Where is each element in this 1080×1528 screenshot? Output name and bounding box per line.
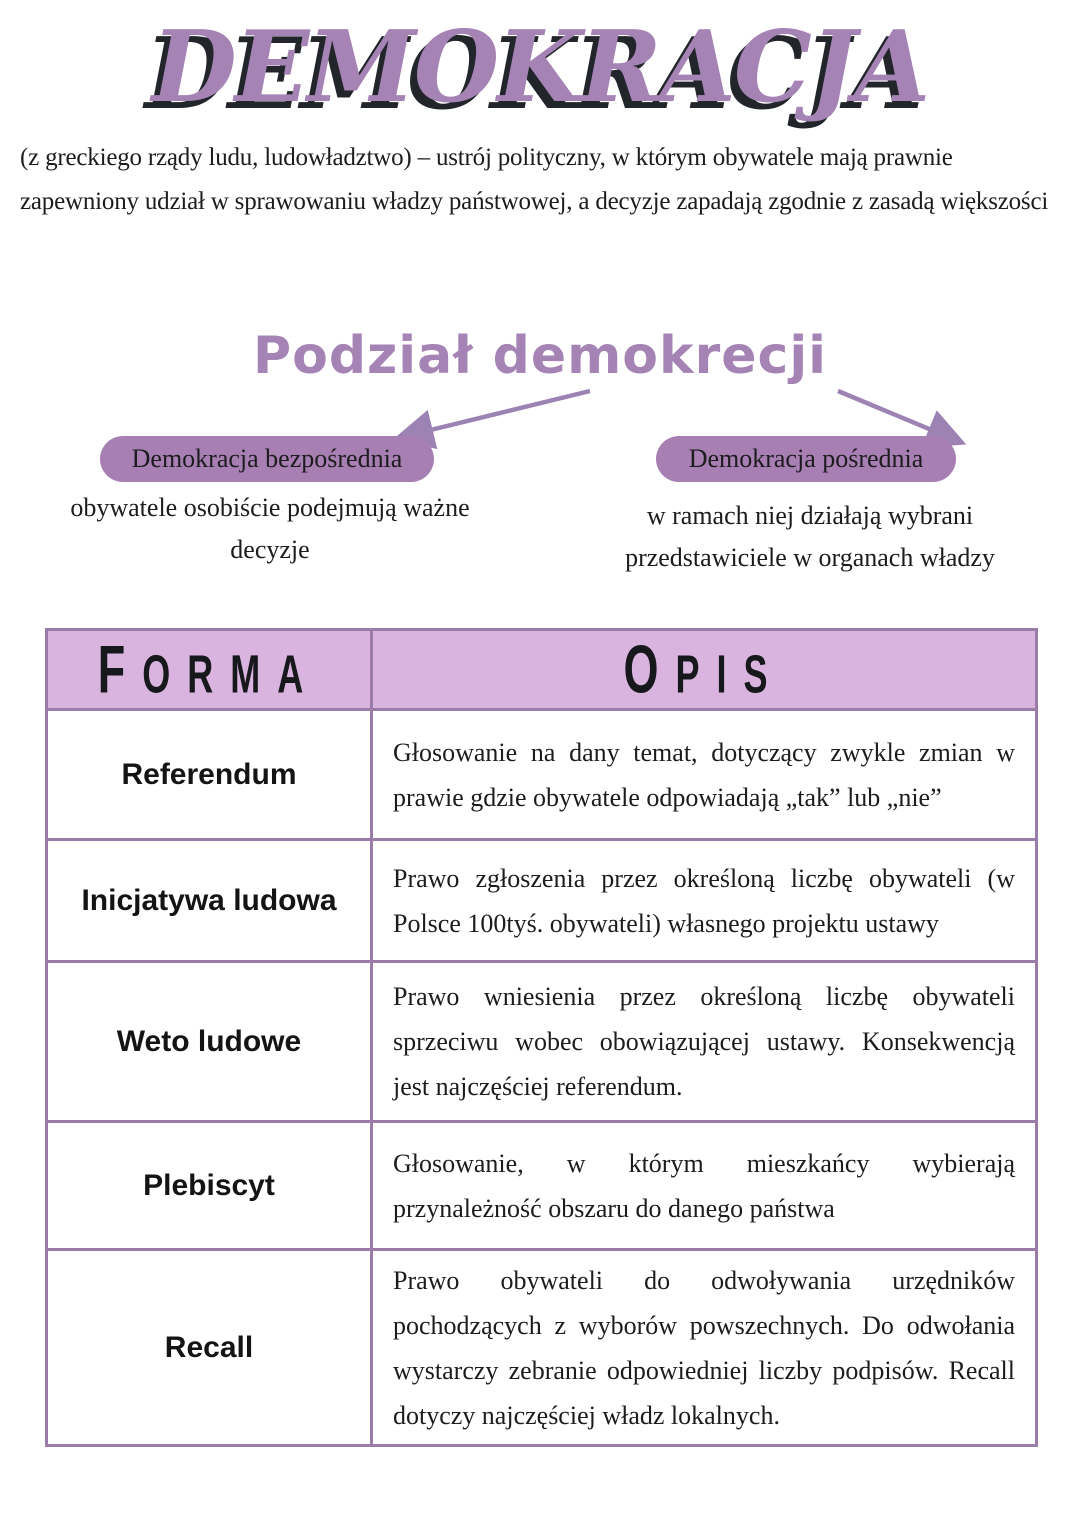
column-header-opis: OPIS [370,628,1038,711]
definition-text: (z greckiego rządy ludu, ludowładztwo) –… [20,144,1049,215]
pill-demokracja-posrednia: Demokracja pośrednia [656,436,956,482]
description-demokracja-bezposrednia: obywatele osobiście podejmują ważne decy… [70,493,470,564]
table-row-weto-ludowe: Weto ludowe Prawo wniesienia przez okreś… [45,960,1038,1123]
opis-cell: Głosowanie, w którym mieszkańcy wybieraj… [370,1120,1038,1251]
opis-cell: Głosowanie na dany temat, dotyczący zwyk… [370,708,1038,841]
opis-cell: Prawo obywateli do odwoływania urzędnikó… [370,1248,1038,1447]
forms-table: FORMA OPIS Referendum Głosowanie na dany… [45,628,1038,1447]
arrow-left-icon [393,388,591,450]
table-header-row: FORMA OPIS [45,628,1038,711]
division-title: Podział demokrecji [252,326,827,386]
table-row-inicjatywa-ludowa: Inicjatywa ludowa Prawo zgłoszenia przez… [45,838,1038,963]
table-row-referendum: Referendum Głosowanie na dany temat, dot… [45,708,1038,841]
opis-cell: Prawo wniesienia przez określoną liczbę … [370,960,1038,1123]
table-row-plebiscyt: Plebiscyt Głosowanie, w którym mieszkańc… [45,1120,1038,1251]
table-row-recall: Recall Prawo obywateli do odwoływania ur… [45,1248,1038,1447]
forma-cell: Inicjatywa ludowa [45,838,373,963]
description-demokracja-posrednia: w ramach niej działają wybrani przedstaw… [625,501,995,572]
column-header-forma: FORMA [45,628,373,711]
branch-arrows [393,388,967,450]
forma-cell: Recall [45,1248,373,1447]
pill-demokracja-bezposrednia: Demokracja bezpośrednia [100,436,434,482]
forma-cell: Weto ludowe [45,960,373,1123]
page-title: DEMOKRACJA [151,10,931,125]
arrow-right-icon [837,388,967,448]
opis-cell: Prawo zgłoszenia przez określoną liczbę … [370,838,1038,963]
forma-cell: Referendum [45,708,373,841]
forma-cell: Plebiscyt [45,1120,373,1251]
